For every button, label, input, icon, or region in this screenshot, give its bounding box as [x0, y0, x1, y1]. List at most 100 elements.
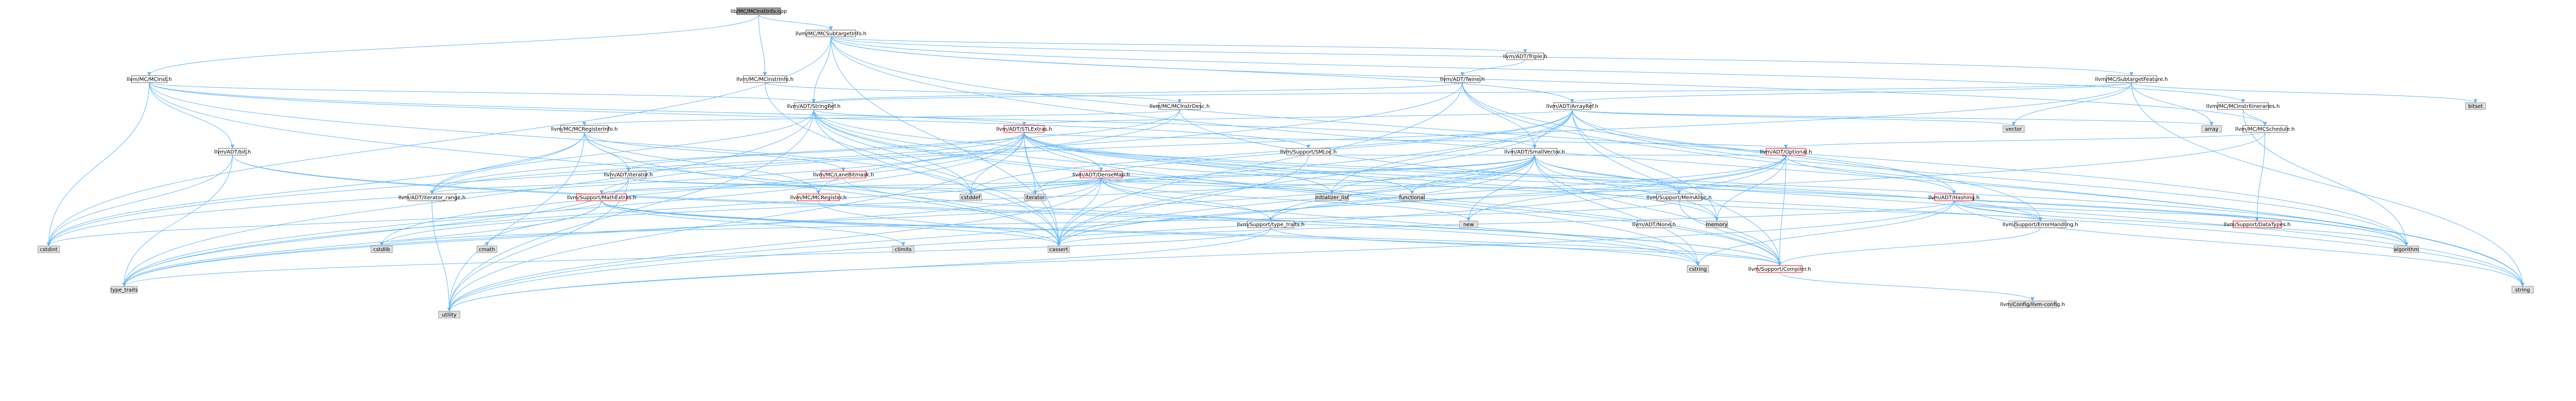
- include-edge-mathextras-to-cstdint: [49, 200, 602, 246]
- node-box: [1511, 148, 1558, 156]
- node-label: llvm/Support/SMLoc.h: [1280, 149, 1337, 155]
- include-edge-stlextras-to-errhandling: [1024, 132, 2041, 221]
- graph-node-sched[interactable]: llvm/MC/MCSchedule.h: [2235, 125, 2295, 133]
- node-label: llvm/Config/llvm-config.h: [2000, 302, 2065, 308]
- include-edge-arrayref-to-hashing: [1572, 109, 1954, 194]
- include-edge-memalloc-to-cstdlib: [382, 200, 1679, 246]
- node-box: [1636, 220, 1672, 228]
- node-label: llvm/Support/MathExtras.h: [567, 195, 637, 201]
- graph-node-new: new: [1459, 220, 1478, 228]
- include-edge-smallvec-to-cstring: [1534, 155, 1698, 266]
- include-edge-itin-to-sched: [2242, 109, 2265, 126]
- graph-node-densemap[interactable]: llvm/ADT/DenseMap.h: [1072, 171, 1130, 178]
- node-label: llvm/Support/DataTypes.h: [2224, 222, 2291, 228]
- graph-node-cstddef: cstddef: [959, 193, 982, 201]
- graph-node-typetraits[interactable]: llvm/Support/type_traits.h: [1237, 220, 1304, 228]
- graph-node-reginfo[interactable]: llvm/MC/MCRegisterInfo.h: [551, 125, 618, 133]
- include-edge-stlextras-to-typetraits_std: [124, 132, 1025, 286]
- include-edge-stlextras-to-iterator: [628, 132, 1025, 172]
- node-label: functional: [1399, 195, 1425, 201]
- graph-node-smloc[interactable]: llvm/Support/SMLoc.h: [1280, 148, 1337, 156]
- include-edge-mcinst-to-cstdint: [49, 82, 150, 246]
- node-label: llvm/ADT/bit.h: [214, 149, 251, 155]
- graph-node-mcinst[interactable]: llvm/MC/MCInst.h: [127, 75, 172, 83]
- include-edge-densemap-to-iterator_std: [1035, 177, 1101, 195]
- include-edge-root-to-mcinst: [149, 14, 759, 76]
- node-label: llvm/Support/MemAlloc.h: [1647, 195, 1712, 201]
- graph-node-root[interactable]: lib/MC/MCInstInfo.cpp: [731, 7, 787, 15]
- include-edge-iterator-to-typetraits_std: [124, 177, 629, 286]
- include-edge-arrayref-to-initlist: [1332, 109, 1573, 194]
- graph-node-stf[interactable]: llvm/MC/SubtargetFeature.h: [2095, 75, 2168, 83]
- include-edge-typetraits-to-utility: [449, 227, 1271, 311]
- graph-node-utility: utility: [438, 311, 460, 319]
- include-edge-stringref-to-iterrange: [432, 109, 814, 194]
- node-box: [2014, 220, 2067, 228]
- graph-node-adtnone[interactable]: llvm/ADT/None.h: [1632, 220, 1676, 228]
- include-edge-stringref-to-utility: [449, 109, 814, 311]
- include-edge-triple-to-twine: [1463, 59, 1526, 76]
- graph-node-datatypes[interactable]: llvm/Support/DataTypes.h: [2224, 220, 2291, 228]
- graph-node-lanebit[interactable]: llvm/MC/LaneBitmask.h: [813, 171, 874, 178]
- node-box: [1399, 193, 1425, 201]
- node-label: llvm/ADT/STLExtras.h: [996, 127, 1052, 132]
- include-edge-mcinst-to-smallvec: [149, 82, 1535, 149]
- include-edge-arrayref-to-memory: [1572, 109, 1717, 221]
- graph-node-iterator[interactable]: llvm/ADT/iterator.h: [604, 171, 653, 178]
- graph-node-smallvec[interactable]: llvm/ADT/SmallVector.h: [1504, 148, 1565, 156]
- graph-node-mcinstinfo[interactable]: llvm/MC/MCInstrInfo.h: [736, 75, 793, 83]
- graph-node-triple[interactable]: llvm/ADT/Triple.h: [1503, 52, 1547, 60]
- include-edge-adtbit-to-typetraits_std: [124, 155, 233, 286]
- graph-node-itin[interactable]: llvm/MC/MCInstrItineraries.h: [2206, 102, 2280, 110]
- node-box: [794, 102, 834, 110]
- include-edge-mathextras-to-cstring: [601, 200, 1698, 266]
- graph-node-stringref[interactable]: llvm/ADT/StringRef.h: [787, 102, 841, 110]
- graph-node-instrdesc[interactable]: llvm/MC/MCInstrDesc.h: [1150, 102, 1210, 110]
- node-label: llvm/MC/LaneBitmask.h: [813, 172, 874, 178]
- graph-node-compiler[interactable]: llvm/Support/Compiler.h: [1748, 265, 1811, 273]
- node-box: [820, 171, 866, 178]
- graph-node-mathextras[interactable]: llvm/Support/MathExtras.h: [567, 193, 637, 201]
- include-edge-stringref-to-cassert: [813, 109, 1058, 246]
- include-edge-stlextras-to-densemap: [1024, 132, 1101, 172]
- include-edge-mcsti-to-string: [831, 36, 2523, 286]
- graph-node-cstdlib: cstdlib: [370, 245, 393, 253]
- include-edge-mathextras-to-typetraits_std: [124, 200, 602, 286]
- include-edge-lanebit-to-mathextras: [602, 177, 844, 195]
- include-edge-hashing-to-algorithm: [1953, 200, 2406, 246]
- graph-node-optional[interactable]: llvm/ADT/Optional.h: [1760, 148, 1812, 156]
- node-label: lib/MC/MCInstInfo.cpp: [731, 9, 787, 15]
- graph-node-cmath: cmath: [476, 245, 498, 253]
- node-box: [1286, 148, 1331, 156]
- include-edge-stlextras-to-iterator_std: [1024, 132, 1035, 194]
- edge-layer: [49, 14, 2523, 311]
- node-label: type_traits: [110, 287, 137, 293]
- node-box: [2465, 102, 2486, 110]
- include-edge-hashing-to-datatypes: [1953, 200, 2257, 222]
- graph-node-initlist: initializer_list: [1315, 193, 1349, 201]
- include-edge-stringref-to-algorithm: [813, 109, 2406, 246]
- node-box: [131, 75, 168, 83]
- graph-node-errhandling[interactable]: llvm/Support/ErrorHandling.h: [2003, 220, 2078, 228]
- node-box: [1003, 125, 1045, 133]
- graph-node-arrayref[interactable]: llvm/ADT/ArrayRef.h: [1546, 102, 1599, 110]
- include-edge-arrayref-to-smallvec: [1535, 109, 1573, 148]
- graph-node-mcsti[interactable]: llvm/MC/MCSubtargetInfo.h: [795, 30, 866, 37]
- include-edge-densemap-to-utility: [449, 177, 1101, 311]
- node-label: cstdlib: [373, 247, 390, 253]
- include-edge-twine-to-errhandling: [1462, 82, 2041, 221]
- graph-node-bitset: bitset: [2465, 102, 2486, 110]
- include-edge-stf-to-vector: [2014, 82, 2132, 126]
- graph-node-adtbit[interactable]: llvm/ADT/bit.h: [214, 148, 251, 156]
- include-edge-sched-to-cassert: [1058, 132, 2266, 246]
- include-edge-instrdesc-to-mcregister: [818, 109, 1180, 194]
- node-label: llvm/ADT/Twine.h: [1440, 77, 1485, 82]
- graph-node-stlextras[interactable]: llvm/ADT/STLExtras.h: [996, 125, 1052, 133]
- graph-node-iterrange[interactable]: llvm/ADT/iterator_range.h: [398, 193, 465, 201]
- graph-node-twine[interactable]: llvm/ADT/Twine.h: [1440, 75, 1485, 83]
- graph-node-mcregister[interactable]: llvm/MC/MCRegister.h: [790, 193, 847, 201]
- include-edge-sched-to-optional: [1786, 132, 2266, 149]
- graph-node-memalloc[interactable]: llvm/Support/MemAlloc.h: [1647, 193, 1712, 201]
- graph-node-hashing[interactable]: llvm/ADT/Hashing.h: [1928, 193, 1980, 201]
